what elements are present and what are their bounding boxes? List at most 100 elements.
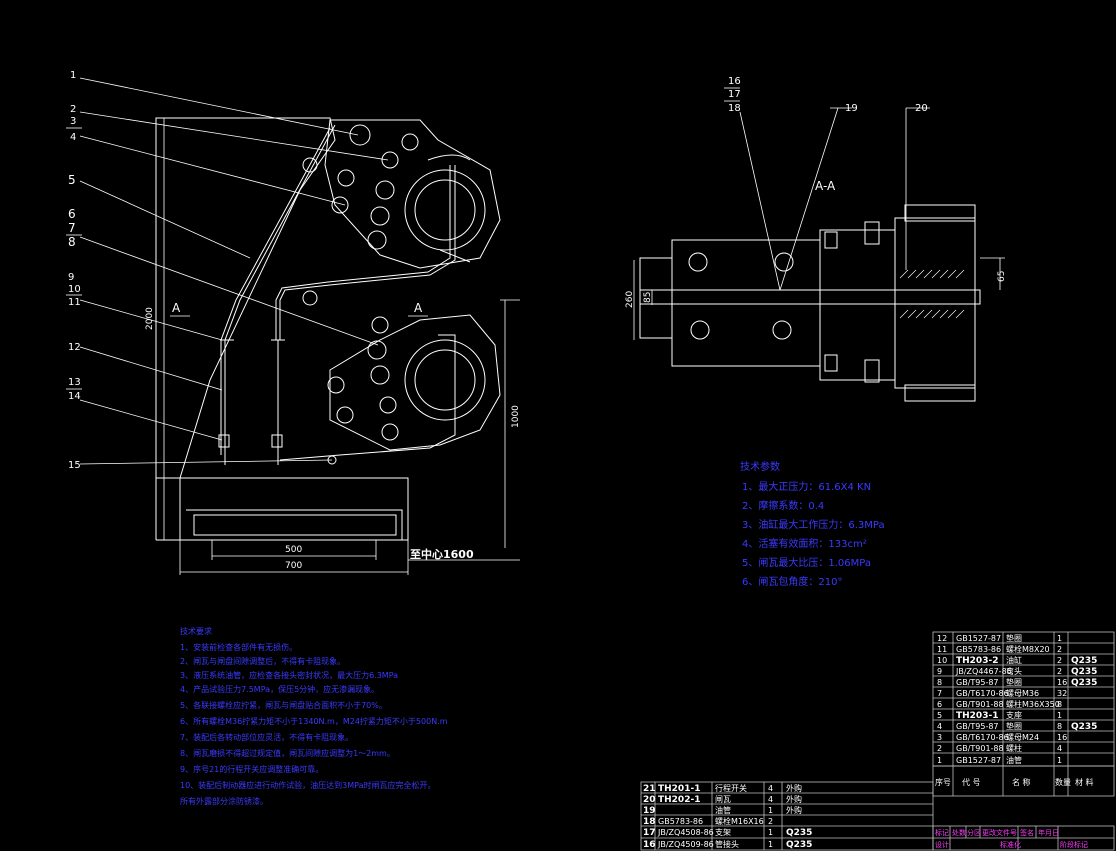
bom-cell: 1: [1057, 634, 1062, 643]
bom-cell: 垫圈: [1006, 677, 1022, 687]
bom-cell: 7: [937, 689, 942, 698]
section-cylinder: [894, 217, 976, 389]
tech-req-5: 5、各联接螺栓应拧紧，闸瓦与闸盘贴合面积不小于70%。: [180, 700, 387, 710]
bom-cell: 2: [768, 817, 773, 826]
balloon-6: 6: [68, 207, 76, 221]
lower-bolt-7: [381, 423, 399, 441]
hydraulic-pipe-upper: [275, 165, 456, 340]
bom-cell: 1: [1057, 711, 1062, 720]
bom-cell: 螺母M36: [1006, 688, 1039, 698]
bom-cell: 17: [643, 828, 656, 838]
title-cell-stage: 阶段标记: [1060, 840, 1088, 849]
bom-cell: 管接头: [715, 839, 739, 849]
dim-65: 65: [997, 271, 1007, 282]
bom-row-5: 5 TH203-1 支座 1: [937, 710, 1062, 721]
bom-row-10: 10 TH203-2 油缸 2 Q235: [937, 655, 1097, 666]
leader-lines: [79, 77, 389, 465]
bom-row-19: 19 油管 1 外购: [643, 805, 802, 816]
bom-cell: 螺柱: [1006, 743, 1022, 753]
section-bolt-4: [772, 320, 792, 340]
balloon-19: 19: [845, 103, 858, 114]
section-bolt-1: [688, 252, 708, 272]
bom-cell: 弯头: [1006, 666, 1022, 676]
balloon-20: 20: [915, 103, 928, 114]
bom-cell: 8: [1057, 722, 1062, 731]
upper-bolt-1: [401, 133, 419, 151]
lower-disc-inner: [414, 349, 476, 411]
bom-row-7: 7 GB/T6170-86 螺母M36 32: [937, 688, 1067, 698]
lower-disc-outer: [404, 339, 486, 421]
pipe-fitting-1: [218, 434, 230, 448]
upper-disc-inner: [414, 179, 476, 241]
title-cell-date: 年月日: [1038, 828, 1059, 837]
section-body-center: [819, 229, 896, 381]
lower-bolt-1: [371, 316, 389, 334]
title-cell-count: 处数: [952, 828, 966, 837]
bom-cell: GB/T901-88: [956, 744, 1004, 753]
bom-cell: 4: [1057, 744, 1062, 753]
bom-cell: 2: [1057, 667, 1062, 676]
bom-cell: GB/T901-88: [956, 700, 1004, 709]
bom-cell: 11: [937, 645, 947, 654]
lower-bolt-5: [379, 396, 397, 414]
bom-row-11: 11 GB5783-86 螺栓M8X20 2: [937, 644, 1062, 654]
bom-header-row: 序号 代 号 名 称 数量 材 料: [935, 777, 1094, 787]
section-bolt-3: [690, 320, 710, 340]
bom-lower-table: [640, 781, 934, 851]
bom-cell: GB/T6170-86: [956, 689, 1009, 698]
section-title: A-A: [815, 179, 836, 193]
bom-cell: 螺母M24: [1006, 732, 1039, 742]
bom-cell: 行程开关: [715, 783, 747, 793]
upper-pivot: [349, 124, 371, 146]
bom-cell: 1: [768, 840, 773, 849]
bom-cell: GB5783-86: [956, 645, 1001, 654]
tech-requirements: 技术要求 1、安装前检查各部件有无损伤。 2、闸瓦与闸盘间隙调整后，不得有卡阻现…: [180, 626, 448, 806]
lower-bolt-3: [370, 365, 390, 385]
tech-req-7: 7、装配后各转动部位应灵活，不得有卡阻现象。: [180, 732, 353, 742]
bom-cell: 外购: [786, 805, 802, 815]
bom-cell: 支座: [1006, 710, 1022, 720]
bom-cell: 16: [1057, 678, 1067, 687]
bom-header-frame: [932, 765, 1115, 797]
section-cylinder-cap-bottom: [904, 384, 976, 402]
tech-req-10: 10、装配后制动器应进行动作试验，油压达到3MPa时闸瓦应完全松开。: [180, 780, 436, 790]
bom-cell: 油管: [715, 805, 731, 815]
lower-bolt-6: [336, 406, 354, 424]
bom-header-cell: 序号: [935, 777, 951, 787]
section-mark-left: A: [172, 301, 181, 315]
bom-cell: Q235: [786, 828, 812, 838]
balloon-17: 17: [728, 89, 741, 100]
tech-params: 技术参数 1、最大正压力：61.6X4 KN 2、摩擦系数：0.4 3、油缸最大…: [740, 460, 885, 588]
bom-cell: Q235: [1071, 656, 1097, 666]
tech-param-6: 6、闸瓦包角度：210°: [742, 575, 842, 588]
bom-cell: 20: [643, 795, 656, 805]
balloon-1: 1: [70, 70, 76, 81]
bom-row-21: 21 TH201-1 行程开关 4 外购: [643, 783, 802, 794]
balloon-18: 18: [728, 103, 741, 114]
bom-cell: 闸瓦: [715, 795, 731, 804]
bom-cell: 8: [937, 678, 942, 687]
tech-param-4: 4、活塞有效面积：133cm²: [742, 537, 867, 550]
title-cell-change-doc: 更改文件号: [982, 828, 1017, 837]
bom-cell: GB5783-86: [658, 817, 703, 826]
bom-cell: 垫圈: [1006, 633, 1022, 643]
bom-cell: JB/ZQ4509-86: [657, 840, 714, 849]
bom-upper-table: [932, 631, 1115, 797]
upper-arm-outline: [324, 119, 501, 269]
balloon-14: 14: [68, 391, 81, 402]
bom-cell: 18: [643, 817, 656, 827]
bom-cell: Q235: [1071, 722, 1097, 732]
bom-row-16: 16 JB/ZQ4509-86 管接头 1 Q235: [643, 839, 812, 850]
bom-cell: 1: [1057, 756, 1062, 765]
title-cell-sign: 签名: [1020, 828, 1034, 837]
title-cell-design: 设计: [935, 840, 949, 849]
base-block: [179, 477, 409, 541]
bom-row-6: 6 GB/T901-88 螺柱M36X350 8: [937, 699, 1062, 709]
bom-cell: 油管: [1006, 755, 1022, 765]
bom-cell: 螺柱M36X350: [1006, 699, 1060, 709]
bom-cell: 8: [1057, 700, 1062, 709]
upper-bolt-4: [375, 180, 395, 200]
section-view: A-A: [633, 107, 1005, 402]
bom-cell: 3: [937, 733, 942, 742]
